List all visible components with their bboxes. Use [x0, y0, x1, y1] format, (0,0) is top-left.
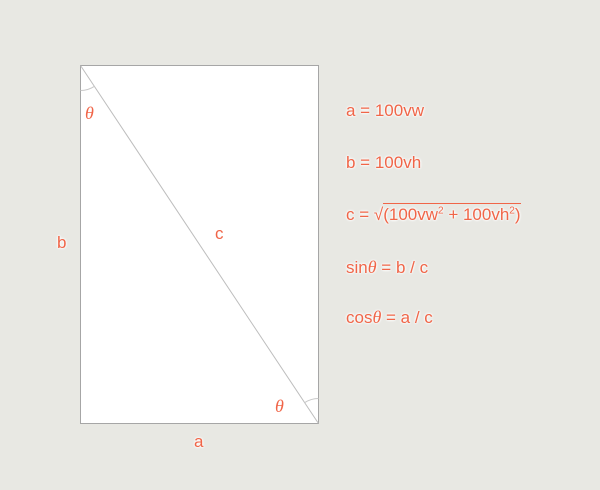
- formula-c-exp2: 2: [509, 205, 515, 217]
- formula-sin-fn: sin: [346, 258, 368, 277]
- formula-a: a = 100vw: [346, 101, 424, 121]
- formula-b: b = 100vh: [346, 153, 421, 173]
- formula-sin: sinθ = b / c: [346, 257, 428, 278]
- formula-a-rhs: 100vw: [374, 101, 424, 120]
- formula-c-exp1: 2: [438, 205, 444, 217]
- formula-cos-theta: θ: [372, 307, 382, 327]
- angle-theta-bottom-label: θ: [275, 396, 284, 416]
- formula-cos-fn: cos: [346, 308, 373, 327]
- formula-c-term2: + 100vh: [443, 205, 510, 224]
- formula-cos: cosθ = a / c: [346, 307, 433, 328]
- formula-sin-rhs: = b / c: [376, 258, 429, 277]
- formula-b-rhs: 100vh: [374, 153, 422, 172]
- diagonal-c: [80, 65, 319, 424]
- side-b-label: b: [57, 233, 67, 252]
- formula-a-lhs: a =: [346, 101, 375, 120]
- formula-cos-rhs: = a / c: [381, 308, 433, 327]
- formula-c-term1: (100vw: [383, 205, 439, 224]
- formula-c: c = √(100vw2 + 100vh2): [346, 203, 521, 225]
- angle-arc-bottom: [304, 397, 319, 404]
- angle-theta-top-label: θ: [85, 103, 94, 123]
- formula-c-radicand: (100vw2 + 100vh2): [383, 203, 521, 224]
- formula-b-lhs: b =: [346, 153, 375, 172]
- sqrt-symbol: √: [373, 205, 384, 224]
- side-c-label: c: [215, 224, 224, 243]
- side-a-label: a: [194, 432, 204, 451]
- formula-c-close: ): [514, 205, 521, 224]
- angle-arc-top: [80, 85, 95, 92]
- formula-sin-theta: θ: [367, 257, 377, 277]
- formula-c-lhs: c =: [346, 205, 374, 224]
